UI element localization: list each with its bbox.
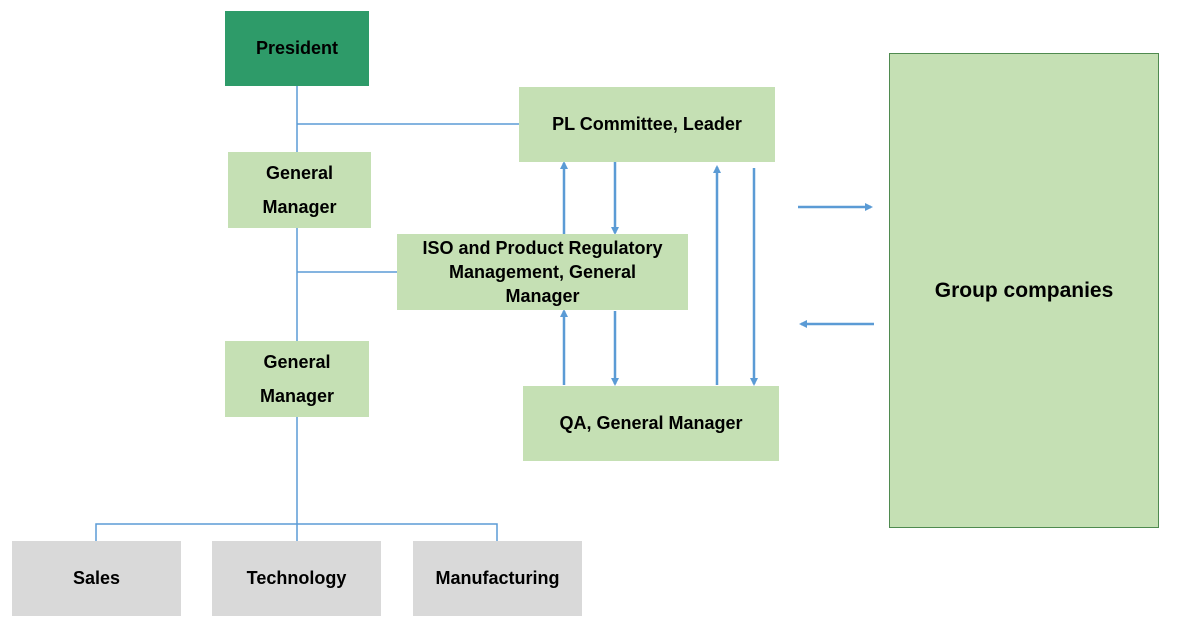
node-iso-management-label: ISO and Product Regulatory Management, G… [422, 237, 663, 307]
node-sales: Sales [12, 541, 181, 616]
node-general-manager-lower-label: General Manager [259, 351, 335, 406]
node-qa-label: QA, General Manager [559, 413, 743, 434]
node-manufacturing-label: Manufacturing [435, 568, 560, 589]
node-president: President [225, 11, 369, 86]
node-technology: Technology [212, 541, 381, 616]
node-general-manager-upper-label: General Manager [262, 162, 337, 217]
node-group-companies: Group companies [889, 53, 1159, 528]
node-pl-committee-label: PL Committee, Leader [552, 114, 742, 135]
node-iso-management: ISO and Product Regulatory Management, G… [397, 234, 688, 310]
node-general-manager-lower: General Manager [225, 341, 369, 417]
node-manufacturing: Manufacturing [413, 541, 582, 616]
node-sales-label: Sales [72, 568, 121, 589]
node-pl-committee: PL Committee, Leader [519, 87, 775, 162]
node-president-label: President [255, 38, 339, 59]
node-technology-label: Technology [246, 568, 347, 589]
line-department-branch [95, 523, 498, 541]
node-qa: QA, General Manager [523, 386, 779, 461]
node-group-companies-label: Group companies [934, 278, 1114, 302]
node-general-manager-upper: General Manager [228, 152, 371, 228]
